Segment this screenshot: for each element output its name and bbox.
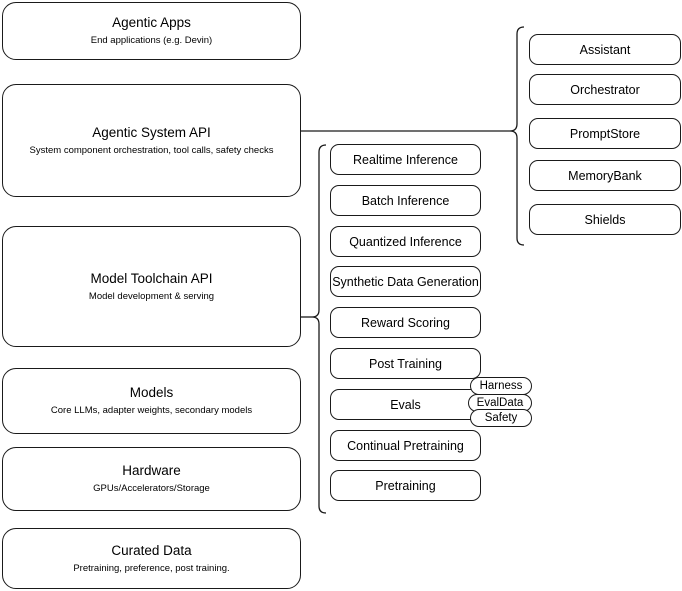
layer-subtitle: Core LLMs, adapter weights, secondary mo… bbox=[50, 405, 253, 416]
toolchain-component-label: Realtime Inference bbox=[353, 152, 458, 167]
toolchain-component-label: Batch Inference bbox=[361, 193, 450, 208]
toolchain-component-synthetic-data-generation[interactable]: Synthetic Data Generation bbox=[330, 266, 481, 297]
system-component-label: Orchestrator bbox=[570, 82, 640, 97]
system-component-orchestrator[interactable]: Orchestrator bbox=[529, 74, 681, 105]
layer-box-agentic-system-api[interactable]: Agentic System API System component orche… bbox=[2, 84, 301, 197]
toolchain-component-continual-pretraining[interactable]: Continual Pretraining bbox=[330, 430, 481, 461]
toolchain-component-batch-inference[interactable]: Batch Inference bbox=[330, 185, 481, 216]
layer-title: Model Toolchain API bbox=[90, 270, 213, 286]
system-component-label: Shields bbox=[584, 212, 626, 227]
layer-title: Agentic System API bbox=[92, 124, 211, 140]
system-component-label: MemoryBank bbox=[568, 168, 642, 183]
toolchain-component-label: Post Training bbox=[369, 356, 442, 371]
toolchain-component-label: Reward Scoring bbox=[361, 315, 450, 330]
layer-title: Curated Data bbox=[111, 542, 192, 558]
system-component-label: PromptStore bbox=[569, 126, 641, 141]
toolchain-component-pretraining[interactable]: Pretraining bbox=[330, 470, 481, 501]
layer-title: Hardware bbox=[122, 463, 181, 478]
layer-subtitle: Model development & serving bbox=[88, 290, 215, 302]
toolchain-component-label: Evals bbox=[390, 397, 421, 412]
toolchain-component-evals[interactable]: Evals bbox=[330, 389, 481, 420]
toolchain-component-quantized-inference[interactable]: Quantized Inference bbox=[330, 226, 481, 257]
toolchain-component-label: Pretraining bbox=[375, 478, 436, 493]
system-component-shields[interactable]: Shields bbox=[529, 204, 681, 235]
eval-badge-label: Harness bbox=[479, 379, 523, 392]
layer-subtitle: System component orchestration, tool cal… bbox=[29, 144, 274, 156]
agentic-system-api-brace bbox=[509, 26, 525, 246]
toolchain-component-label: Synthetic Data Generation bbox=[332, 274, 479, 289]
layer-box-model-toolchain-api[interactable]: Model Toolchain API Model development & s… bbox=[2, 226, 301, 347]
layer-subtitle: Pretraining, preference, post training. bbox=[73, 562, 230, 574]
layer-subtitle: End applications (e.g. Devin) bbox=[90, 35, 213, 46]
eval-badge-label: EvalData bbox=[476, 396, 524, 409]
eval-badge-safety[interactable]: Safety bbox=[470, 409, 532, 427]
toolchain-component-label: Quantized Inference bbox=[349, 234, 462, 249]
eval-badge-harness[interactable]: Harness bbox=[470, 377, 532, 395]
system-component-label: Assistant bbox=[579, 42, 631, 57]
toolchain-component-realtime-inference[interactable]: Realtime Inference bbox=[330, 144, 481, 175]
model-toolchain-api-brace bbox=[311, 144, 327, 514]
system-component-assistant[interactable]: Assistant bbox=[529, 34, 681, 65]
layer-subtitle: GPUs/Accelerators/Storage bbox=[93, 483, 210, 494]
eval-badge-label: Safety bbox=[484, 411, 518, 424]
layer-title: Models bbox=[129, 385, 174, 400]
toolchain-component-label: Continual Pretraining bbox=[347, 438, 464, 453]
layer-title: Agentic Apps bbox=[112, 15, 191, 30]
toolchain-component-post-training[interactable]: Post Training bbox=[330, 348, 481, 379]
toolchain-component-reward-scoring[interactable]: Reward Scoring bbox=[330, 307, 481, 338]
system-component-promptstore[interactable]: PromptStore bbox=[529, 118, 681, 149]
system-component-memorybank[interactable]: MemoryBank bbox=[529, 160, 681, 191]
